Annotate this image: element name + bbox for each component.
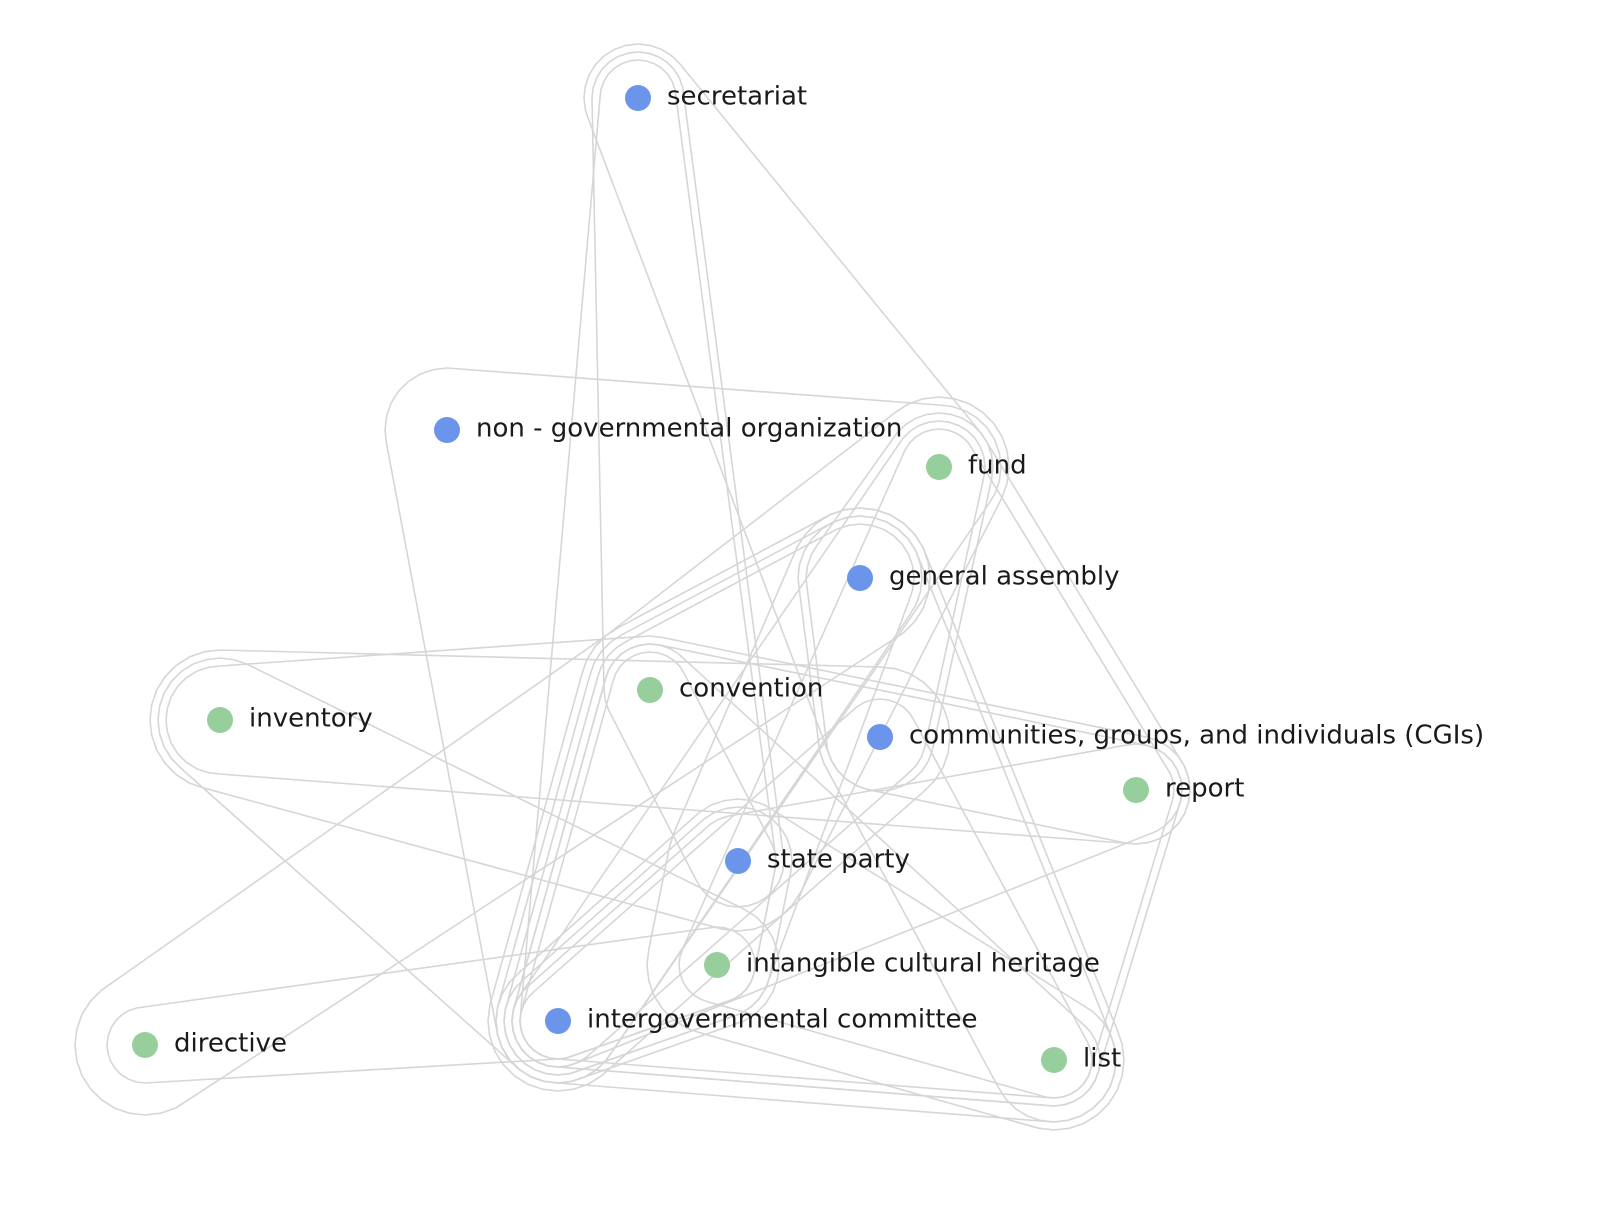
node-sp[interactable] xyxy=(725,848,751,874)
node-cgis[interactable] xyxy=(867,724,893,750)
hyperedge-hulls xyxy=(74,43,1191,1131)
node-secretariat[interactable] xyxy=(625,85,651,111)
node-directive[interactable] xyxy=(132,1032,158,1058)
hyperedge-24 xyxy=(495,515,923,1084)
hyperedge-20 xyxy=(74,507,931,1116)
node-report[interactable] xyxy=(1123,777,1149,803)
node-label-cgis: communities, groups, and individuals (CG… xyxy=(909,721,1484,751)
node-label-ga: general assembly xyxy=(889,562,1120,592)
hyperedge-18 xyxy=(503,806,793,1076)
hyperedge-23 xyxy=(805,412,1191,845)
node-label-list: list xyxy=(1083,1044,1121,1074)
hyperedge-21 xyxy=(106,926,756,1084)
node-convention[interactable] xyxy=(637,677,663,703)
node-label-directive: directive xyxy=(174,1029,287,1059)
hyperedge-6 xyxy=(678,428,1175,1099)
node-label-ngo: non - governmental organization xyxy=(476,414,902,444)
hyperedge-5 xyxy=(487,396,1010,1092)
node-ngo[interactable] xyxy=(434,417,460,443)
node-label-fund: fund xyxy=(968,451,1027,481)
nodes xyxy=(132,85,1149,1073)
node-label-report: report xyxy=(1165,774,1244,804)
node-ich[interactable] xyxy=(704,952,730,978)
node-label-inventory: inventory xyxy=(249,704,373,734)
node-list[interactable] xyxy=(1041,1047,1067,1073)
node-label-secretariat: secretariat xyxy=(667,82,807,112)
hyperedge-16 xyxy=(519,698,1093,1099)
node-label-ich: intangible cultural heritage xyxy=(746,949,1100,979)
node-ic[interactable] xyxy=(545,1008,571,1034)
node-labels: secretariat non - governmental organizati… xyxy=(174,82,1484,1074)
hyperedge-8 xyxy=(503,523,915,1076)
hyperedge-22 xyxy=(511,643,1101,1107)
node-label-convention: convention xyxy=(679,674,823,704)
hyperedge-15 xyxy=(149,649,951,932)
node-ga[interactable] xyxy=(847,565,873,591)
node-fund[interactable] xyxy=(926,454,952,480)
node-inventory[interactable] xyxy=(207,707,233,733)
hyperedge-2 xyxy=(591,51,785,908)
node-label-sp: state party xyxy=(767,845,910,875)
node-label-ic: intergovernmental committee xyxy=(587,1005,978,1035)
hyperedge-10 xyxy=(646,507,1125,1131)
